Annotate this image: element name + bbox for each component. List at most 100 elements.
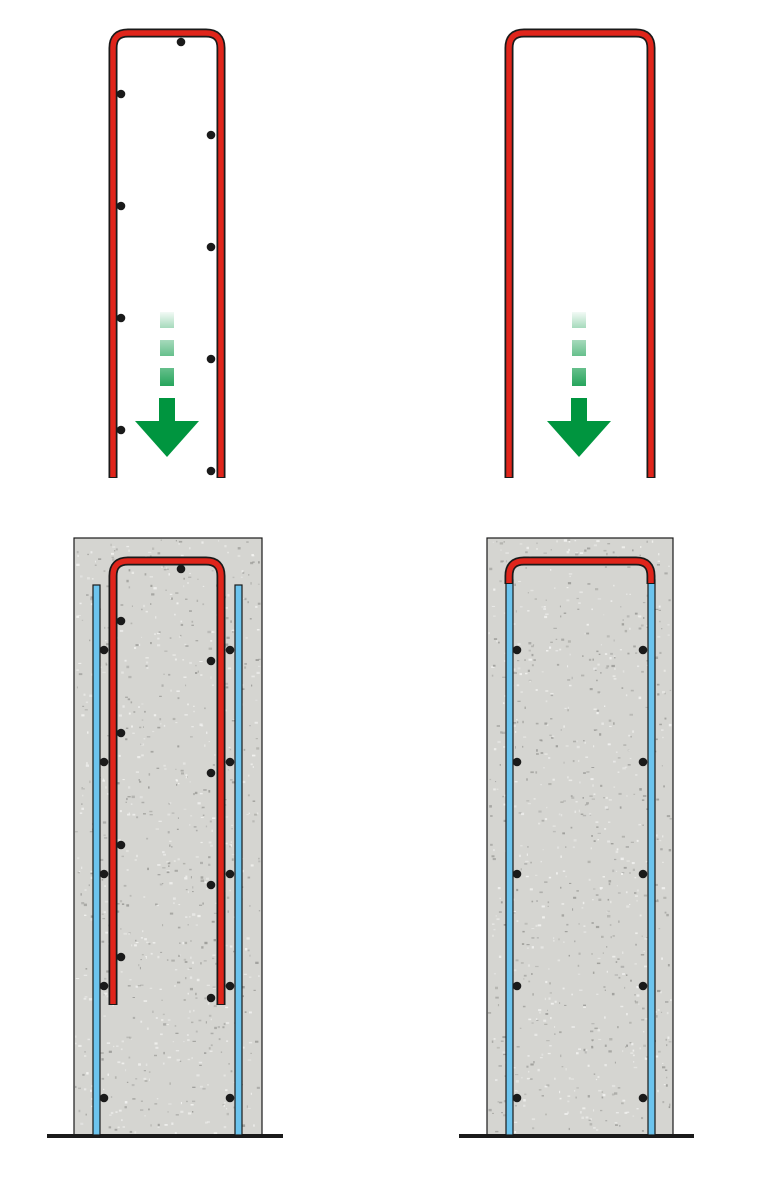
concrete-texture-speck bbox=[635, 943, 637, 946]
concrete-texture-speck bbox=[574, 810, 577, 813]
concrete-texture-speck bbox=[213, 887, 216, 890]
concrete-texture-speck bbox=[215, 962, 218, 965]
concrete-texture-speck bbox=[77, 857, 80, 860]
concrete-texture-speck bbox=[212, 764, 215, 766]
concrete-texture-speck bbox=[172, 717, 176, 721]
concrete-texture-speck bbox=[567, 709, 569, 712]
concrete-texture-speck bbox=[250, 1052, 252, 1054]
concrete-texture-speck bbox=[572, 760, 575, 763]
concrete-texture-speck bbox=[127, 796, 131, 798]
concrete-texture-speck bbox=[520, 962, 524, 964]
concrete-texture-speck bbox=[496, 725, 500, 727]
concrete-texture-speck bbox=[593, 1109, 595, 1112]
concrete-texture-speck bbox=[572, 846, 575, 849]
concrete-texture-speck bbox=[189, 1010, 191, 1013]
concrete-texture-speck bbox=[146, 941, 149, 944]
concrete-texture-speck bbox=[669, 818, 672, 820]
concrete-texture-speck bbox=[668, 565, 670, 567]
concrete-texture-speck bbox=[587, 1095, 590, 1098]
concrete-texture-speck bbox=[225, 1089, 228, 1092]
concrete-texture-speck bbox=[667, 964, 670, 967]
concrete-texture-speck bbox=[592, 658, 594, 661]
concrete-texture-speck bbox=[227, 667, 232, 670]
concrete-texture-speck bbox=[641, 1019, 645, 1021]
concrete-texture-speck bbox=[541, 671, 544, 673]
concrete-texture-speck bbox=[246, 814, 249, 816]
concrete-texture-speck bbox=[107, 793, 109, 795]
concrete-texture-speck bbox=[525, 551, 528, 554]
concrete-texture-speck bbox=[178, 540, 183, 543]
concrete-texture-speck bbox=[242, 780, 246, 784]
concrete-texture-speck bbox=[608, 799, 612, 801]
concrete-texture-speck bbox=[566, 551, 570, 554]
concrete-texture-speck bbox=[614, 657, 616, 659]
concrete-texture-speck bbox=[663, 785, 665, 788]
concrete-texture-speck bbox=[496, 1046, 500, 1049]
concrete-texture-speck bbox=[137, 756, 141, 759]
concrete-texture-speck bbox=[252, 754, 256, 757]
concrete-texture-speck bbox=[604, 828, 607, 830]
concrete-texture-speck bbox=[503, 1100, 506, 1103]
concrete-texture-speck bbox=[545, 599, 547, 601]
concrete-texture-speck bbox=[645, 706, 648, 708]
concrete-texture-speck bbox=[527, 592, 529, 594]
concrete-texture-speck bbox=[226, 896, 230, 899]
concrete-texture-speck bbox=[516, 684, 520, 687]
concrete-texture-speck bbox=[575, 552, 579, 556]
concrete-texture-speck bbox=[496, 640, 498, 643]
concrete-texture-speck bbox=[547, 1052, 551, 1055]
concrete-texture-speck bbox=[85, 701, 89, 704]
concrete-texture-speck bbox=[90, 596, 94, 599]
concrete-texture-speck bbox=[171, 959, 175, 962]
concrete-texture-speck bbox=[90, 598, 93, 601]
concrete-texture-speck bbox=[596, 962, 601, 965]
concrete-texture-speck bbox=[612, 675, 616, 678]
concrete-texture-speck bbox=[184, 643, 187, 646]
concrete-texture-speck bbox=[204, 744, 206, 747]
concrete-texture-speck bbox=[664, 717, 667, 720]
concrete-texture-speck bbox=[621, 873, 623, 875]
concrete-texture-speck bbox=[513, 969, 517, 972]
concrete-texture-speck bbox=[177, 697, 180, 700]
concrete-texture-speck bbox=[607, 543, 611, 545]
concrete-texture-speck bbox=[185, 598, 188, 600]
concrete-texture-speck bbox=[548, 997, 551, 1000]
concrete-texture-speck bbox=[591, 922, 594, 924]
concrete-texture-speck bbox=[148, 1108, 150, 1111]
concrete-texture-speck bbox=[224, 607, 228, 609]
concrete-texture-speck bbox=[562, 870, 566, 872]
concrete-texture-speck bbox=[567, 706, 570, 709]
concrete-texture-speck bbox=[595, 588, 599, 591]
concrete-texture-speck bbox=[189, 987, 193, 991]
concrete-texture-speck bbox=[224, 709, 227, 712]
concrete-texture-speck bbox=[167, 861, 171, 865]
concrete-texture-speck bbox=[615, 850, 619, 854]
concrete-texture-speck bbox=[638, 696, 642, 700]
concrete-texture-speck bbox=[176, 1058, 181, 1062]
concrete-texture-speck bbox=[657, 1089, 659, 1093]
concrete-texture-speck bbox=[568, 541, 571, 543]
concrete-texture-speck bbox=[525, 567, 527, 569]
concrete-texture-speck bbox=[621, 546, 625, 549]
concrete-texture-speck bbox=[519, 673, 522, 676]
concrete-texture-speck bbox=[75, 831, 78, 833]
concrete-texture-speck bbox=[242, 869, 244, 873]
concrete-texture-speck bbox=[531, 937, 535, 939]
concrete-texture-speck bbox=[164, 768, 167, 770]
concrete-texture-speck bbox=[210, 844, 213, 847]
concrete-texture-speck bbox=[493, 638, 498, 640]
concrete-texture-speck bbox=[499, 542, 504, 545]
concrete-texture-speck bbox=[627, 764, 631, 766]
concrete-texture-speck bbox=[531, 946, 534, 949]
concrete-texture-speck bbox=[570, 826, 573, 829]
concrete-texture-speck bbox=[126, 665, 130, 669]
concrete-texture-speck bbox=[102, 821, 107, 824]
concrete-texture-speck bbox=[157, 1126, 160, 1128]
concrete-texture-speck bbox=[174, 658, 177, 661]
concrete-texture-speck bbox=[135, 1078, 138, 1080]
concrete-texture-speck bbox=[141, 608, 143, 611]
concrete-texture-speck bbox=[546, 1084, 550, 1087]
concrete-texture-speck bbox=[666, 913, 669, 917]
concrete-texture-speck bbox=[582, 814, 587, 817]
concrete-texture-speck bbox=[626, 1111, 630, 1113]
